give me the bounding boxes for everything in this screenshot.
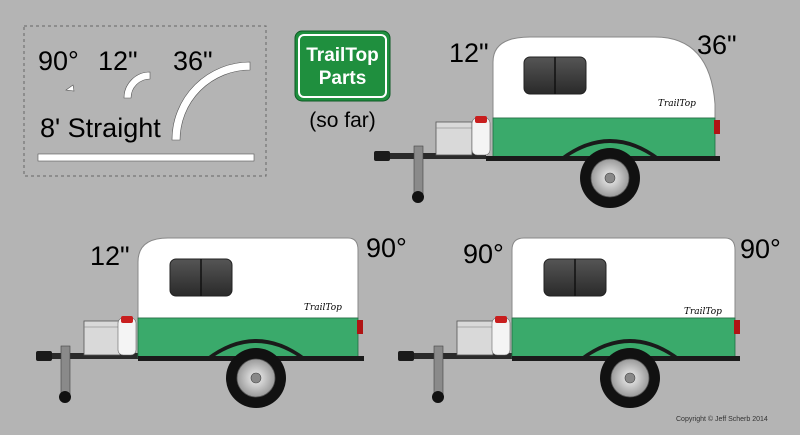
part-12-shape <box>123 71 151 99</box>
trailer-1-fender <box>560 139 660 158</box>
trailer-2-propane-tank <box>117 317 137 356</box>
trailer-1-rear-label: 36" <box>697 30 737 60</box>
trailer-3-top-shell <box>511 237 736 319</box>
trailer-3-jack-wheel <box>432 391 444 403</box>
trailer-3-jack <box>433 345 444 395</box>
trailer-1-toolbox <box>435 121 473 156</box>
trailer-1: 12" 36" TrailTop <box>374 30 737 208</box>
part-36-shape <box>171 61 251 141</box>
trailer-3-tank-cap <box>495 316 507 323</box>
trailer-3-fender <box>580 339 680 358</box>
sign-line2: Parts <box>319 68 367 89</box>
part-90-shape <box>65 84 75 92</box>
trailer-2-tongue <box>38 353 138 359</box>
trailer-2-jack-wheel <box>59 391 71 403</box>
trailer-3-front-label: 90° <box>463 239 504 269</box>
sign-background <box>294 30 391 102</box>
trailer-1-tongue <box>376 153 486 159</box>
part-label-12: 12" <box>98 46 138 76</box>
trailer-2-toolbox <box>83 320 121 356</box>
trailer-1-jack <box>413 145 424 195</box>
trailer-2: 12" 90° TrailTop <box>36 233 407 408</box>
trailer-3-rear-label: 90° <box>740 234 781 264</box>
trailer-1-brand: TrailTop <box>658 99 696 109</box>
sign-line1: TrailTop <box>306 45 378 66</box>
trailer-2-tank-cap <box>121 316 133 323</box>
trailer-1-hitch <box>374 151 390 161</box>
trailer-3-toolbox <box>456 320 494 356</box>
sign-subtitle: (so far) <box>309 109 376 132</box>
trailer-1-propane-tank <box>471 117 491 156</box>
trailer-3-brand: TrailTop <box>684 307 722 317</box>
part-label-36: 36" <box>173 46 213 76</box>
part-label-90: 90° <box>38 46 79 76</box>
sign-inner-border <box>298 34 387 98</box>
trailer-2-fender <box>206 339 306 358</box>
parts-panel: 90° 12" 36" 8' Straight <box>23 25 267 177</box>
trailer-1-jack-wheel <box>412 191 424 203</box>
parts-panel-border <box>23 25 267 177</box>
trailer-3-hitch <box>398 351 414 361</box>
trailer-2-top-shell <box>137 237 359 319</box>
trailer-3: 90° 90° TrailTop <box>398 234 781 408</box>
trailer-2-brand: TrailTop <box>304 303 342 313</box>
trailer-1-tank-cap <box>475 116 487 123</box>
part-straight-shape <box>37 153 255 162</box>
trailer-1-tail-light <box>714 120 720 134</box>
trailtop-parts-sign: TrailTop Parts (so far) <box>294 30 391 132</box>
part-label-straight: 8' Straight <box>40 113 161 143</box>
trailer-2-front-label: 12" <box>90 241 130 271</box>
trailer-1-front-label: 12" <box>449 38 489 68</box>
trailer-2-rear-label: 90° <box>366 233 407 263</box>
trailer-3-tail-light <box>734 320 740 334</box>
trailer-3-propane-tank <box>491 317 511 356</box>
trailer-2-jack <box>60 345 71 395</box>
trailer-2-tail-light <box>357 320 363 334</box>
trailer-3-tongue <box>400 353 512 359</box>
copyright-text: Copyright © Jeff Scherb 2014 <box>676 415 768 423</box>
trailer-2-hitch <box>36 351 52 361</box>
